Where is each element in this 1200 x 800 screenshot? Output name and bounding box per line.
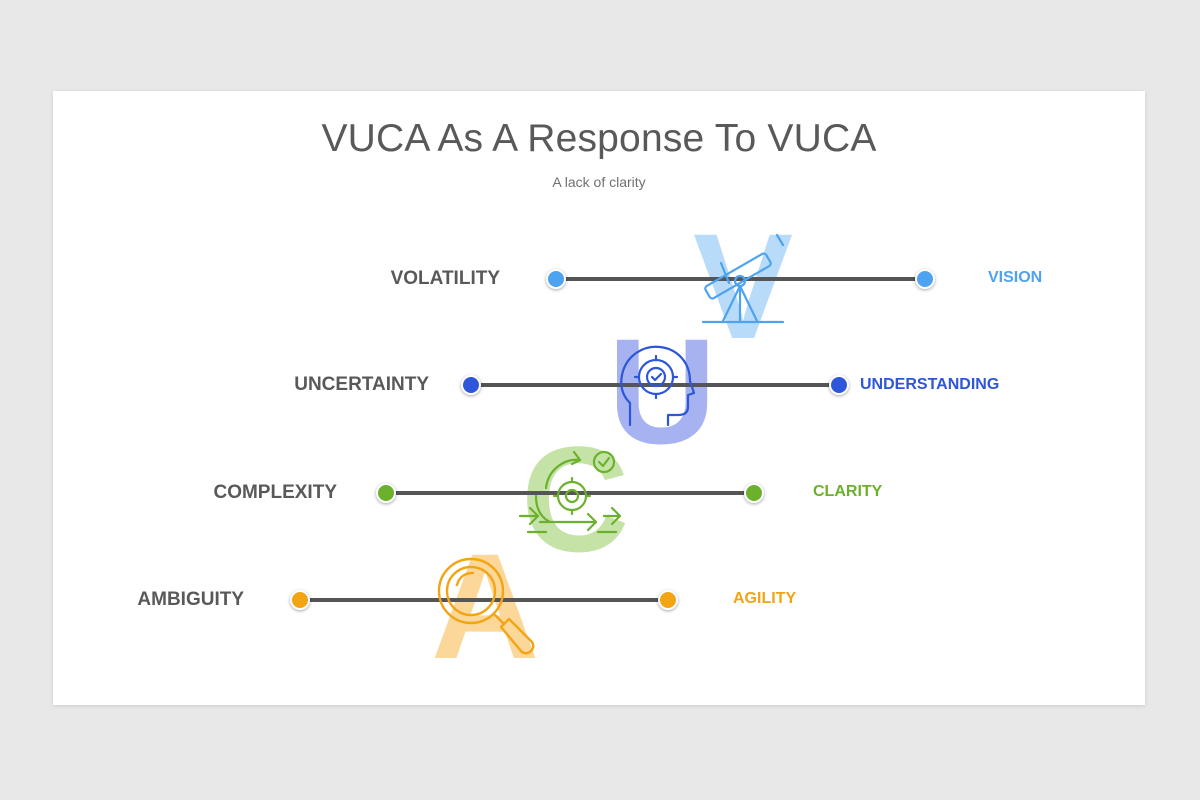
letter-c: C — [521, 415, 630, 583]
end-dot — [658, 590, 678, 610]
start-dot — [546, 269, 566, 289]
start-dot — [376, 483, 396, 503]
magnifier-icon — [437, 557, 535, 655]
letter-a: A — [431, 522, 540, 690]
label-ambiguity: AMBIGUITY — [137, 589, 244, 610]
slide: VUCA As A Response To VUCA A lack of cla… — [53, 91, 1145, 705]
end-dot — [915, 269, 935, 289]
connector-line — [472, 383, 842, 387]
letter-u: U — [608, 307, 717, 475]
slide-title: VUCA As A Response To VUCA — [321, 117, 877, 160]
connector-line — [301, 598, 671, 602]
end-dot — [829, 375, 849, 395]
head-gear-icon — [620, 345, 696, 427]
label-agility: AGILITY — [733, 590, 797, 607]
slide-subtitle: A lack of clarity — [552, 174, 646, 190]
label-complexity: COMPLEXITY — [213, 482, 337, 503]
start-dot — [461, 375, 481, 395]
label-understanding: UNDERSTANDING — [860, 376, 1000, 393]
telescope-icon — [701, 233, 785, 324]
label-volatility: VOLATILITY — [390, 268, 500, 289]
label-clarity: CLARITY — [813, 483, 883, 500]
connector-line — [387, 491, 757, 495]
end-dot — [744, 483, 764, 503]
label-uncertainty: UNCERTAINTY — [294, 374, 429, 395]
label-vision: VISION — [988, 269, 1043, 286]
start-dot — [290, 590, 310, 610]
connector-line — [556, 277, 926, 281]
letter-v: V — [693, 202, 794, 370]
gear-cycle-icon — [518, 450, 622, 534]
